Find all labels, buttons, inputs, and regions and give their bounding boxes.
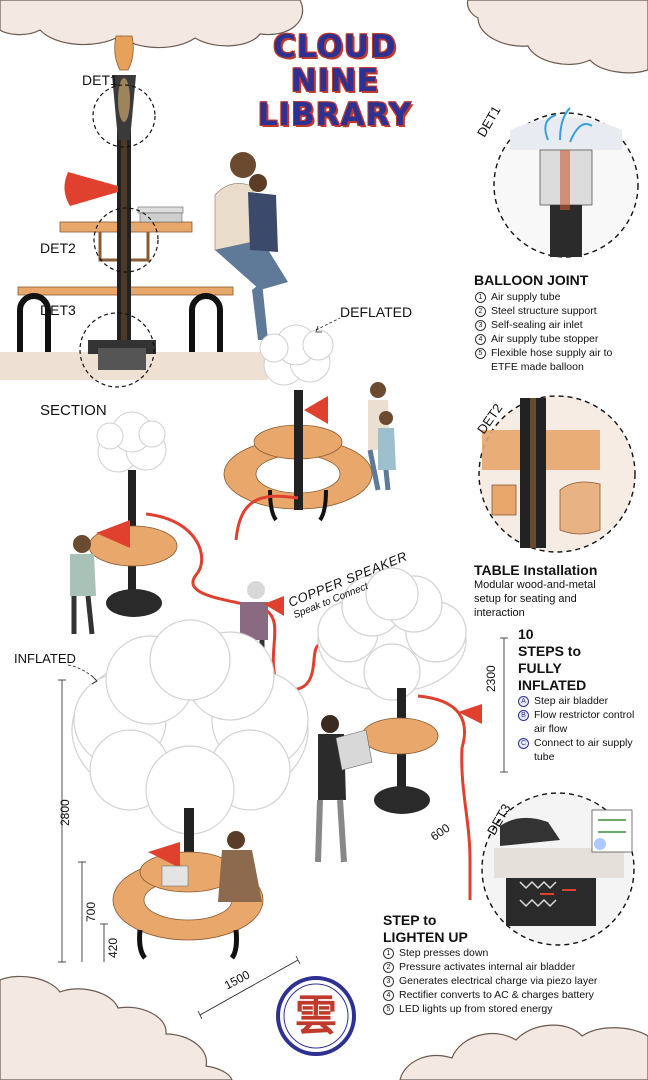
balloon-joint-heading: BALLOON JOINT bbox=[474, 272, 589, 288]
section-drawing bbox=[17, 35, 288, 388]
cloud-logo-seal bbox=[276, 976, 356, 1056]
det3-label: DET3 bbox=[40, 302, 76, 318]
dimension-420: 420 bbox=[106, 937, 120, 958]
detail-1-view bbox=[493, 107, 639, 258]
section-label: SECTION bbox=[40, 402, 107, 419]
deflated-label: DEFLATED bbox=[340, 304, 413, 320]
detail-2-view bbox=[478, 395, 636, 553]
inflated-module bbox=[71, 619, 309, 960]
det2-circle bbox=[93, 207, 159, 273]
det1-label: DET1 bbox=[82, 72, 118, 88]
det2-label: DET2 bbox=[40, 240, 76, 256]
detail-3-view bbox=[481, 792, 635, 946]
deflated-module bbox=[223, 324, 396, 522]
right-inflated-module bbox=[315, 567, 482, 863]
title-line-3: LIBRARY bbox=[257, 97, 413, 133]
dimension-lines bbox=[58, 317, 508, 1020]
step-lighten-heading: STEP to LIGHTEN UP bbox=[383, 912, 468, 945]
title-line-1: CLOUD bbox=[273, 29, 397, 65]
det1-circle bbox=[92, 84, 156, 148]
speaker-tube bbox=[145, 494, 472, 900]
inflated-label: INFLATED bbox=[14, 651, 76, 666]
det3-circle bbox=[79, 312, 155, 388]
small-table-module bbox=[70, 411, 178, 635]
steps-inflate-heading: 10 STEPS to FULLY INFLATED bbox=[518, 626, 587, 693]
logo-character: 雲 bbox=[294, 991, 337, 1040]
page-title: CLOUD NINE LIBRARY bbox=[250, 30, 420, 132]
dimension-700: 700 bbox=[84, 901, 98, 922]
dimension-2300: 2300 bbox=[484, 665, 498, 692]
table-installation-heading: TABLE Installation bbox=[474, 562, 598, 578]
title-line-2: NINE bbox=[290, 63, 380, 99]
seated-people bbox=[214, 152, 288, 340]
dimension-2800: 2800 bbox=[58, 799, 72, 826]
table-installation-text: Modular wood-and-metal setup for seating… bbox=[474, 579, 596, 619]
